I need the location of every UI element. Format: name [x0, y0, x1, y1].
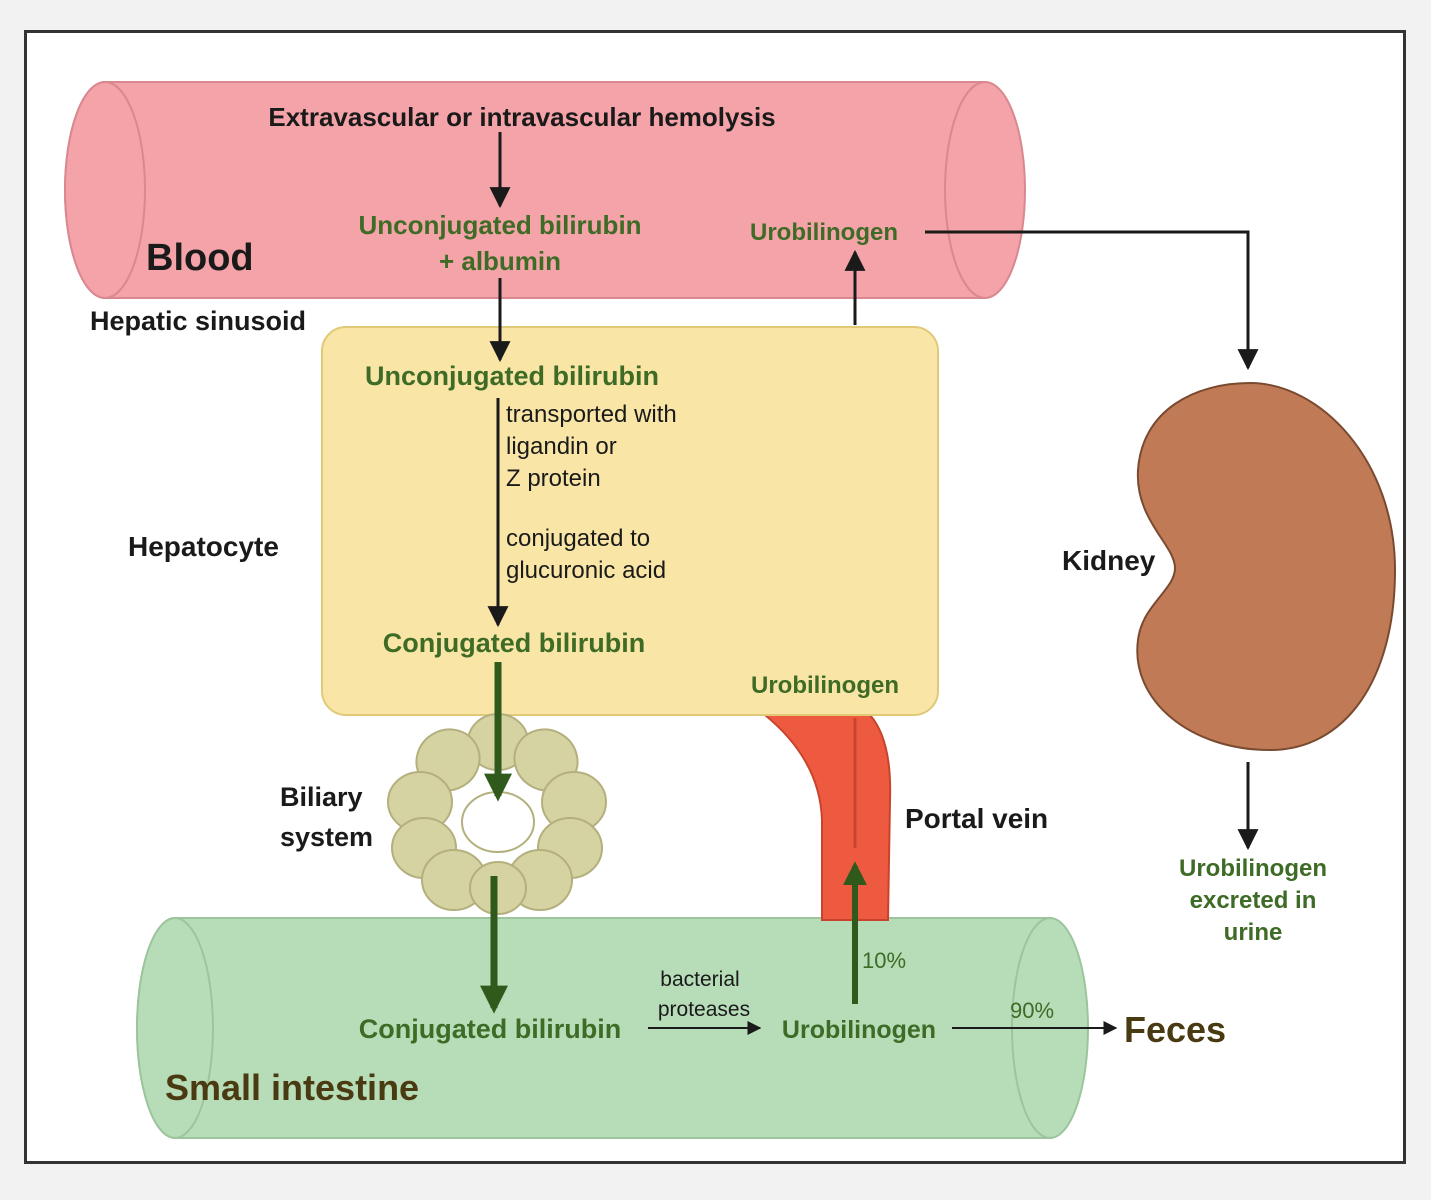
transport-label-3: Z protein — [506, 465, 601, 492]
conjugation-label-2: glucuronic acid — [506, 557, 666, 584]
urine-label-2: excreted in — [1190, 887, 1317, 914]
biliary-label-2: system — [280, 822, 373, 852]
blood-label: Blood — [146, 237, 254, 279]
portal-vein-label: Portal vein — [905, 803, 1048, 834]
conj-intestine-label: Conjugated bilirubin — [359, 1014, 621, 1044]
pct-feces-label: 90% — [1010, 998, 1054, 1023]
hepatocyte-label: Hepatocyte — [128, 531, 279, 562]
transport-label-1: transported with — [506, 401, 677, 428]
small-intestine-label: Small intestine — [165, 1067, 419, 1108]
urine-label-1: Urobilinogen — [1179, 855, 1327, 882]
unconj-hepatocyte-label: Unconjugated bilirubin — [365, 361, 659, 391]
hemolysis-label: Extravascular or intravascular hemolysis — [268, 102, 775, 132]
biliary-ring — [387, 713, 607, 915]
urine-label-3: urine — [1224, 919, 1283, 946]
kidney-label: Kidney — [1062, 545, 1156, 576]
transport-label-2: ligandin or — [506, 433, 617, 460]
blood-vessel — [64, 81, 1026, 299]
kidney — [1136, 381, 1397, 752]
hepatic-sinusoid-label: Hepatic sinusoid — [90, 306, 306, 336]
urobilinogen-blood-label: Urobilinogen — [750, 219, 898, 246]
unconj-albumin-label-2: + albumin — [439, 246, 561, 276]
bacterial-label-2: proteases — [658, 998, 750, 1021]
pct-portal-label: 10% — [862, 948, 906, 973]
conjugation-label-1: conjugated to — [506, 525, 650, 552]
small-intestine — [136, 917, 1089, 1139]
feces-label: Feces — [1124, 1009, 1226, 1050]
urobilinogen-intestine-label: Urobilinogen — [782, 1016, 936, 1044]
bacterial-label-1: bacterial — [660, 968, 739, 991]
unconj-albumin-label-1: Unconjugated bilirubin — [358, 210, 641, 240]
conj-hepatocyte-label: Conjugated bilirubin — [383, 628, 645, 658]
biliary-label-1: Biliary — [280, 782, 363, 812]
arrow-blood-to-kidney — [925, 230, 1259, 371]
portal-vein — [762, 714, 892, 921]
urobilinogen-hepatocyte-label: Urobilinogen — [751, 672, 899, 699]
hepatocyte-box — [321, 326, 939, 716]
